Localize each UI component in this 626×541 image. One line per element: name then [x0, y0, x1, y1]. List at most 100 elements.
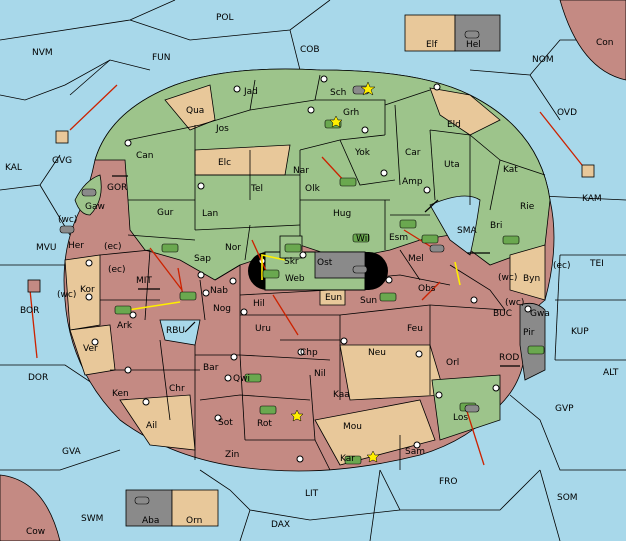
label-buc: BUC: [493, 309, 512, 319]
label-kam: KAM: [582, 194, 602, 204]
fleets: [59, 30, 480, 505]
province-qua[interactable]: [164, 84, 216, 131]
supply-centers: [85, 75, 532, 463]
label-sch: Sch: [330, 88, 346, 98]
label-aba: Aba: [142, 516, 159, 526]
label-pol: POL: [216, 13, 234, 23]
label-cob: COB: [300, 45, 320, 55]
label-mou: Mou: [343, 422, 362, 432]
label-ail: Ail: [146, 421, 157, 431]
label-wil: Wil: [356, 234, 370, 244]
province-elc[interactable]: [194, 144, 291, 176]
box-aba[interactable]: [125, 489, 173, 527]
coast-kor-ec: (ec): [108, 265, 126, 275]
label-nvm: NVM: [32, 48, 53, 58]
label-jad: Jad: [243, 87, 258, 97]
province-byn[interactable]: [509, 244, 546, 301]
label-kor: Kor: [80, 285, 95, 295]
label-nog: Nog: [213, 304, 231, 314]
province-kor[interactable]: [64, 254, 101, 331]
province-kaa[interactable]: [339, 344, 446, 401]
box-elf[interactable]: [404, 14, 456, 52]
label-ken: Ken: [112, 389, 129, 399]
label-som: SOM: [557, 493, 578, 503]
province-mou[interactable]: [314, 399, 436, 466]
label-orl: Orl: [446, 358, 459, 368]
label-nab: Nab: [210, 286, 228, 296]
label-tel: Tel: [250, 184, 263, 194]
label-chp: Chp: [300, 348, 318, 358]
label-uta: Uta: [444, 160, 460, 170]
label-byn: Byn: [523, 274, 540, 284]
label-grh: Grh: [343, 108, 359, 118]
red-labels: Her Kor Nab Hil Mel Obs Ark Nog Uru Sun …: [68, 241, 468, 464]
stars: [290, 81, 380, 463]
label-eun: Eun: [325, 293, 342, 303]
label-kaa: Kaa: [333, 390, 350, 400]
label-hil: Hil: [253, 299, 265, 309]
province-pir[interactable]: [519, 302, 546, 381]
green-labels: Jad Sch Qua Grh Jos Eld Can Elc Yok Car …: [85, 87, 535, 284]
label-mvu: MVU: [36, 243, 57, 253]
label-skr: Skr: [284, 257, 299, 267]
label-gvp: GVP: [555, 404, 574, 414]
label-bar: Bar: [203, 363, 219, 373]
label-rie: Rie: [520, 202, 535, 212]
label-rod: ROD: [499, 353, 519, 363]
label-esm: Esm: [389, 233, 408, 243]
lake-sma[interactable]: [429, 195, 481, 256]
label-orn: Orn: [186, 516, 202, 526]
label-bor: BOR: [20, 306, 39, 316]
label-hug: Hug: [333, 209, 351, 219]
coast-byn-wc: (wc): [498, 273, 517, 283]
province-eld[interactable]: [429, 87, 501, 136]
label-kar: Kar: [340, 454, 355, 464]
label-eld: Eld: [447, 120, 461, 130]
label-nar: Nar: [293, 166, 309, 176]
coast-kor-wc: (wc): [57, 290, 76, 300]
label-uru: Uru: [255, 324, 271, 334]
label-swm: SWM: [81, 514, 103, 524]
label-pir: Pir: [523, 328, 535, 338]
label-ovd: OVD: [557, 108, 577, 118]
label-chr: Chr: [169, 384, 185, 394]
label-gva: GVA: [62, 447, 82, 457]
label-con: Con: [596, 38, 614, 48]
label-yok: Yok: [354, 148, 371, 158]
label-dor: DOR: [28, 373, 48, 383]
label-elc: Elc: [218, 158, 231, 168]
label-car: Car: [405, 148, 421, 158]
box-orn[interactable]: [171, 489, 219, 527]
label-gur: Gur: [157, 208, 174, 218]
label-fun: FUN: [152, 53, 171, 63]
coast-byn-ec: (ec): [553, 261, 571, 271]
label-olk: Olk: [305, 184, 321, 194]
label-mit: MIT: [136, 276, 152, 286]
label-sma: SMA: [457, 226, 477, 236]
label-ver: Ver: [83, 344, 98, 354]
label-hel: Hel: [466, 40, 481, 50]
label-rot: Rot: [257, 419, 272, 429]
label-kup: KUP: [571, 327, 589, 337]
label-nor: Nor: [225, 243, 241, 253]
coast-tags: (wc) (ec) (ec) (wc) (ec) (wc) (wc): [57, 215, 571, 308]
depots: [27, 130, 595, 293]
move-orders: [29, 84, 583, 466]
label-obs: Obs: [418, 284, 436, 294]
label-bri: Bri: [490, 221, 502, 231]
label-feu: Feu: [407, 324, 423, 334]
label-qua: Qua: [186, 106, 204, 116]
label-gor: GOR: [107, 183, 127, 193]
label-sap: Sap: [194, 254, 211, 264]
label-cow: Cow: [26, 527, 45, 537]
label-amp: Amp: [402, 177, 423, 187]
label-qwi: Qwi: [233, 374, 250, 384]
label-kal: KAL: [5, 163, 22, 173]
label-zin: Zin: [225, 450, 239, 460]
label-sam: Sam: [405, 447, 425, 457]
label-sot: Sot: [218, 418, 233, 428]
tan-labels: Eun Byn Gwa Pir: [325, 274, 550, 338]
label-dax: DAX: [271, 520, 290, 530]
